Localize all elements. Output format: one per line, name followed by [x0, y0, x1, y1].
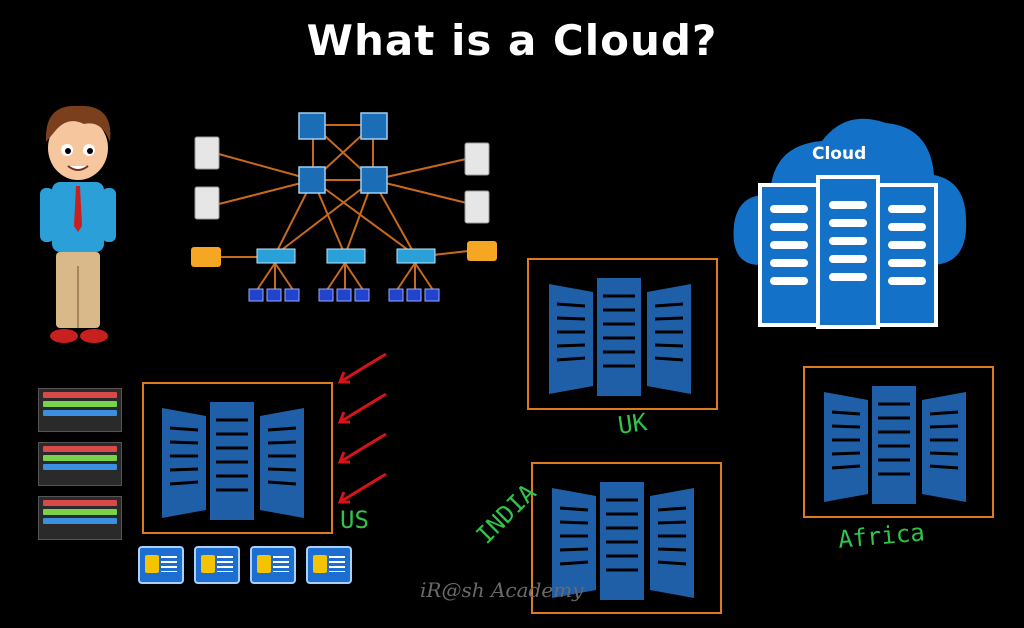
page-title: What is a Cloud? — [306, 16, 718, 65]
rack-hardware-icon — [38, 442, 122, 486]
datacenter-africa-box — [803, 366, 994, 518]
datacenter-label-us: US — [340, 506, 369, 534]
india-server-rack-icon — [552, 482, 694, 600]
watermark: iR@sh Academy — [420, 578, 584, 602]
cloud-servers-icon — [733, 118, 967, 329]
datacenter-india-box — [531, 462, 722, 614]
person-illustration — [40, 105, 116, 343]
cloud-label: Cloud — [812, 144, 867, 164]
us-server-rack-icon — [162, 402, 304, 520]
africa-server-rack-icon — [824, 386, 966, 504]
power-unit-icon — [306, 546, 352, 584]
datacenter-label-africa: Africa — [836, 518, 926, 554]
datacenter-us-box — [142, 382, 333, 534]
power-unit-icon — [194, 546, 240, 584]
uk-server-rack-icon — [549, 278, 691, 396]
power-unit-icon — [138, 546, 184, 584]
datacenter-uk-box — [527, 258, 718, 410]
network-topology-diagram — [191, 112, 497, 302]
power-unit-icon — [250, 546, 296, 584]
red-arrows-icon — [337, 352, 387, 504]
datacenter-label-uk: UK — [616, 408, 649, 440]
rack-hardware-icon — [38, 388, 122, 432]
rack-hardware-icon — [38, 496, 122, 540]
